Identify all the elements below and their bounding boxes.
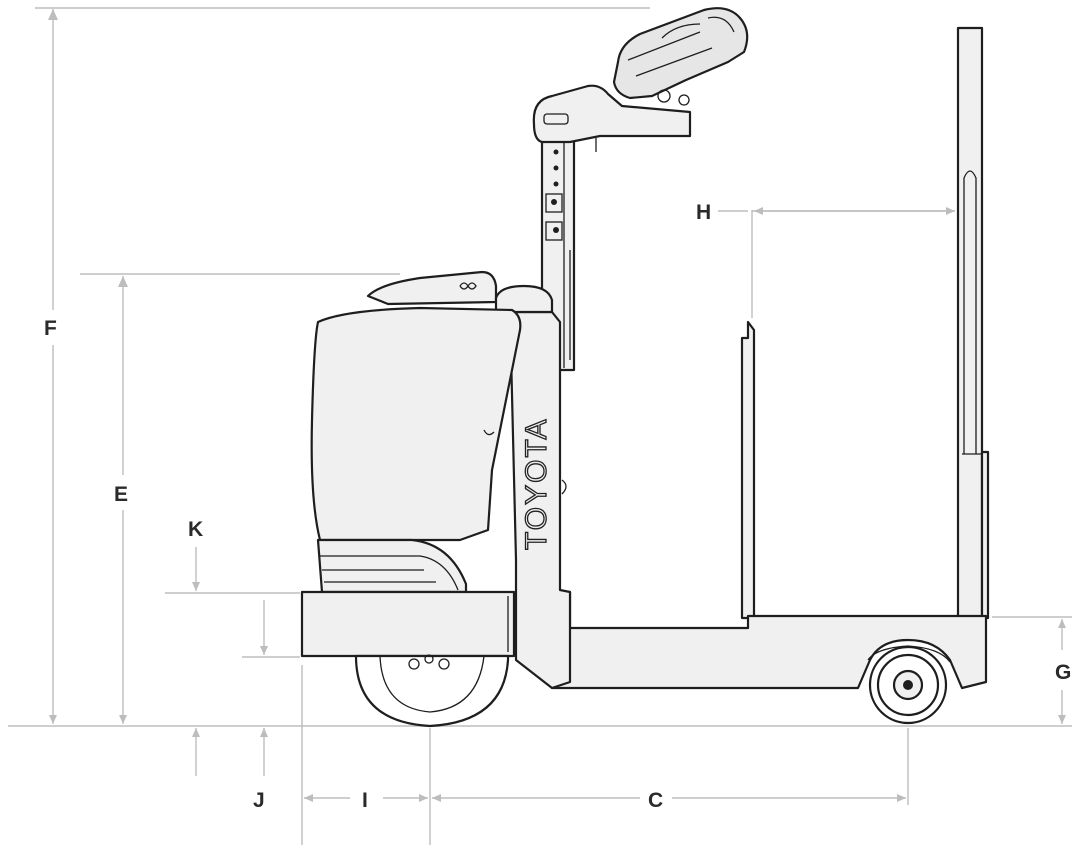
side-frame — [508, 310, 572, 690]
label-i: I — [362, 789, 368, 812]
control-head-housing — [532, 84, 692, 144]
top-cover-logo-mark — [459, 282, 477, 290]
brand-logo-text: TOYOTA — [520, 417, 553, 550]
label-j: J — [253, 789, 265, 812]
backrest-post — [956, 26, 984, 620]
battery-cover — [310, 306, 522, 542]
drive-wheel — [354, 654, 510, 728]
thumb-button-2 — [678, 94, 690, 106]
dimension-labels: F E K H G J I C — [44, 201, 1071, 812]
label-g: G — [1055, 661, 1071, 684]
tiller-bracket-1 — [545, 193, 563, 213]
drive-wheel-rim — [379, 655, 485, 713]
top-cover — [366, 270, 498, 306]
label-e: E — [114, 483, 128, 506]
lug-nut-2 — [438, 658, 450, 670]
tiller-hole-3 — [553, 181, 559, 187]
fork-guard-post — [740, 320, 756, 620]
lower-panel-ribs — [320, 555, 459, 591]
load-wheel-axle — [903, 680, 913, 690]
load-wheel — [868, 645, 948, 725]
dim-e-arrow-top — [118, 276, 128, 287]
bumper — [300, 590, 516, 658]
lower-panel — [316, 538, 468, 594]
fork-guard — [740, 320, 756, 620]
handle-grip-details — [627, 16, 735, 77]
control-head-display — [543, 113, 569, 125]
label-c: C — [648, 789, 663, 812]
tiller-hole-1 — [553, 149, 559, 155]
tiller-bolt-1 — [551, 199, 557, 205]
backrest-slot — [963, 170, 977, 454]
power-unit — [300, 270, 572, 690]
lug-nut-3 — [424, 654, 434, 664]
control-head — [532, 7, 749, 152]
tiller-bracket-2 — [545, 221, 563, 241]
dimension-lines — [8, 7, 1072, 845]
tiller-bolt-2 — [553, 227, 559, 233]
label-f: F — [44, 317, 57, 340]
handle-grip — [612, 7, 749, 100]
thumb-button-1 — [657, 89, 671, 103]
forklift-drawing: TOYOTA — [300, 7, 990, 728]
label-h: H — [696, 201, 711, 224]
dim-f-arrow-top — [48, 9, 58, 20]
load-backrest — [956, 26, 990, 620]
drive-wheel-tire — [354, 654, 510, 728]
label-k: K — [188, 518, 203, 541]
tiller-base — [494, 284, 554, 314]
backrest-rear — [980, 450, 990, 620]
tiller-hole-2 — [553, 165, 559, 171]
side-handle — [561, 479, 567, 495]
lug-nut-1 — [408, 658, 420, 670]
cover-latch — [483, 429, 495, 436]
